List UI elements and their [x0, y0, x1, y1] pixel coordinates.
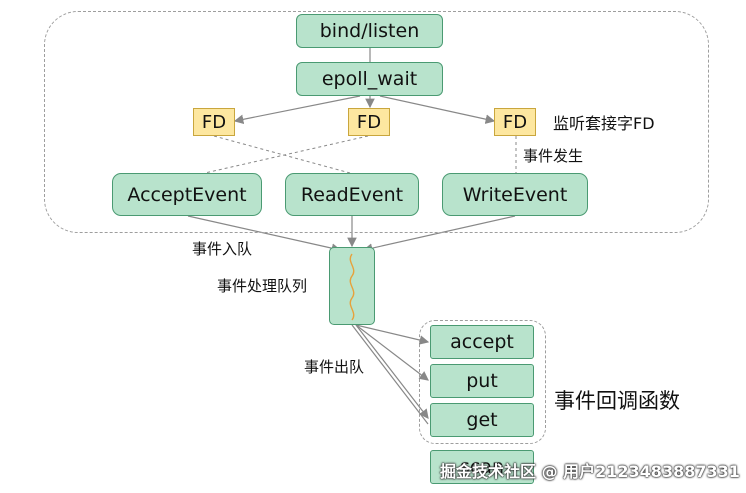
accept-event-label: AcceptEvent — [127, 183, 247, 206]
edge-fd2-to-acceptevent — [204, 135, 369, 174]
edge-write-to-queue — [362, 215, 516, 253]
watermark-text: 掘金技术社区 @ 用户2123483887331 — [440, 462, 740, 481]
edge-queue-to-put — [355, 324, 429, 381]
event-queue-box — [329, 247, 375, 325]
bottom-node-label: scan — [459, 456, 505, 478]
dequeue-label: 事件出队 — [304, 358, 365, 376]
write-event-node: WriteEvent — [442, 173, 588, 216]
event-loop-group — [44, 11, 709, 233]
callback-get-node: get — [430, 403, 534, 437]
write-event-label: WriteEvent — [462, 183, 568, 206]
fd-label-1: FD — [201, 111, 227, 133]
edge-queue-to-accept — [355, 324, 430, 345]
fd-label-2: FD — [356, 111, 382, 133]
fd-label-3: FD — [502, 111, 528, 133]
queue-squiggle-icon — [349, 253, 355, 321]
edge-epoll-to-fd1 — [233, 95, 361, 125]
epoll-wait-node: epoll_wait — [296, 62, 443, 96]
epoll-wait-label: epoll_wait — [321, 68, 418, 90]
listen-socket-fd-label: 监听套接字FD — [553, 114, 655, 133]
event-occurs-label: 事件发生 — [523, 147, 584, 165]
accept-event-node: AcceptEvent — [112, 173, 262, 216]
enqueue-label: 事件入队 — [192, 240, 253, 258]
bind-listen-node: bind/listen — [296, 14, 443, 48]
callback-put-label: put — [466, 370, 498, 392]
edge-accept-to-queue — [187, 215, 342, 253]
fd-box-1: FD — [193, 108, 235, 136]
fd-box-2: FD — [348, 108, 390, 136]
callback-accept-label: accept — [450, 331, 514, 353]
edge-queue-to-get-2 — [351, 324, 429, 425]
fd-box-3: FD — [494, 108, 536, 136]
edge-queue-to-get — [355, 324, 429, 419]
callback-group — [419, 320, 546, 444]
bottom-node: scan — [430, 450, 534, 484]
callback-accept-node: accept — [430, 325, 534, 359]
read-event-label: ReadEvent — [300, 183, 404, 206]
edge-epoll-to-fd3 — [379, 95, 496, 124]
callback-put-node: put — [430, 364, 534, 398]
event-queue-label: 事件处理队列 — [217, 277, 308, 295]
callbacks-label: 事件回调函数 — [554, 389, 680, 413]
bind-listen-label: bind/listen — [319, 20, 420, 42]
read-event-node: ReadEvent — [285, 173, 419, 216]
callback-get-label: get — [466, 409, 498, 431]
